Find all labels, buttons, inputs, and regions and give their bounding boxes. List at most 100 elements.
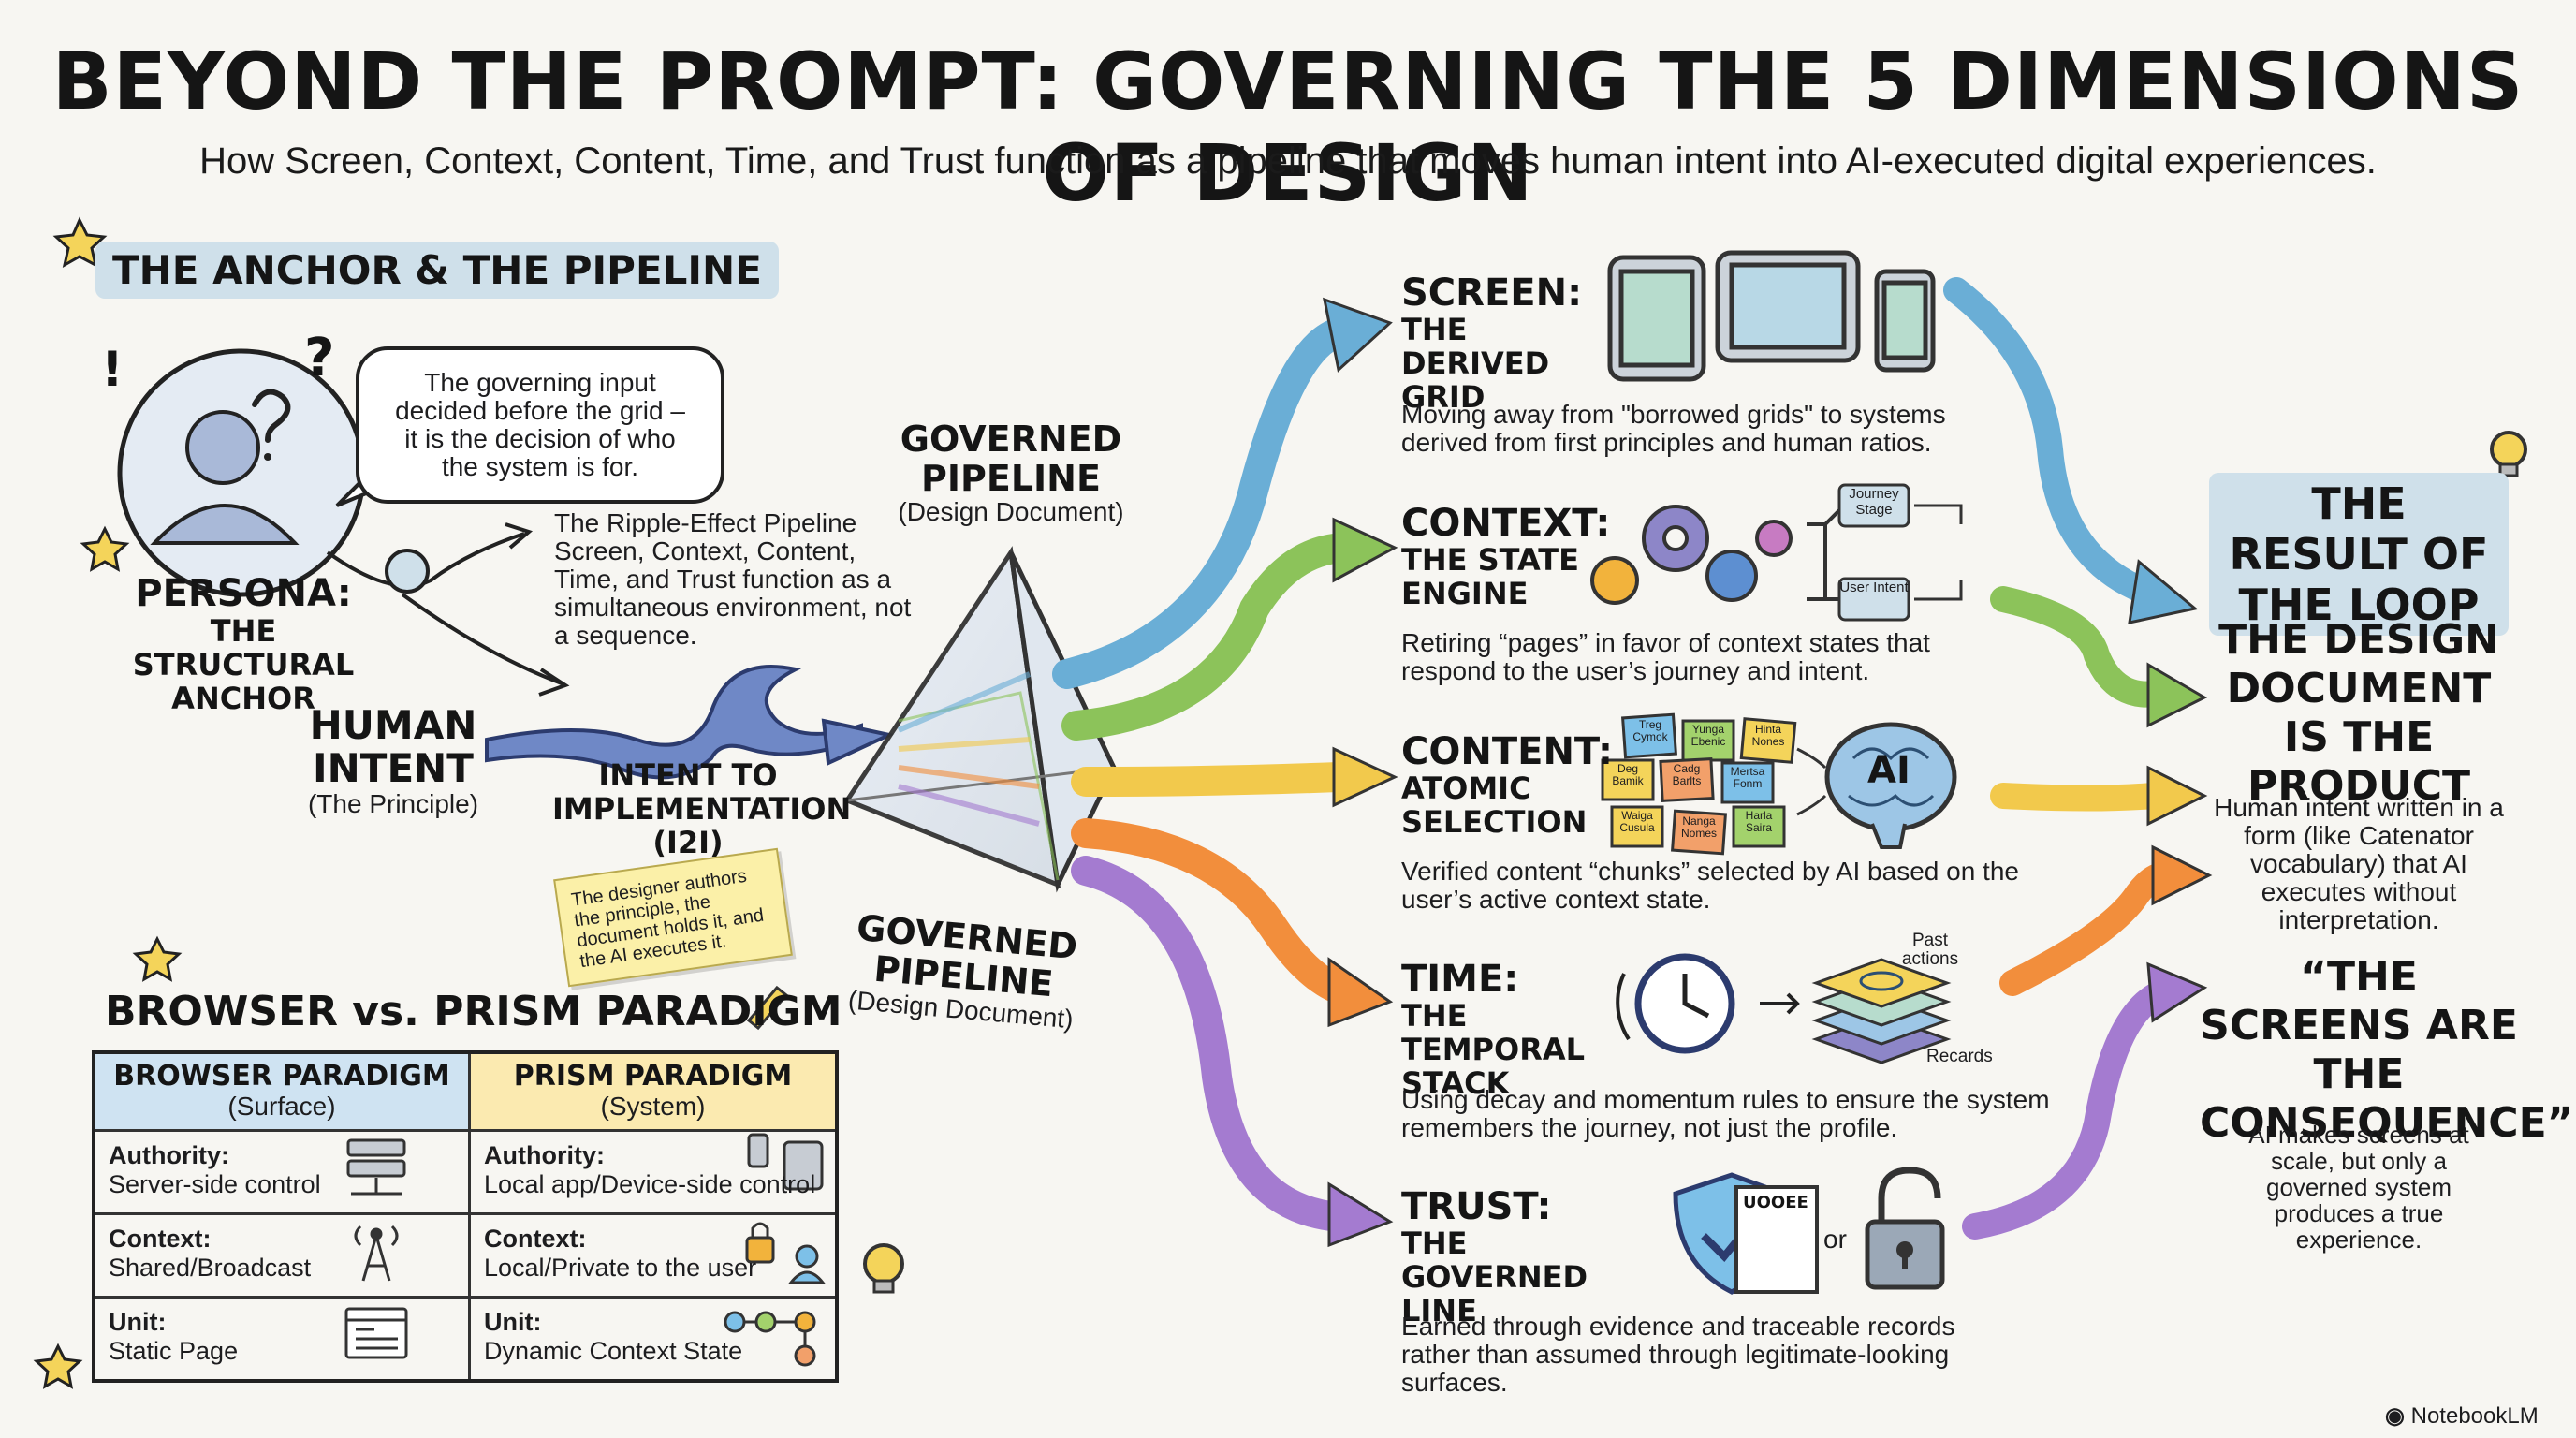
row-label: Context:: [109, 1225, 212, 1253]
browser-paradigm-title: BROWSER PARADIGM: [113, 1060, 450, 1093]
temporal-stack-icon: [1811, 958, 1952, 1064]
dimension-screen: SCREEN: THE DERIVED GRID: [1401, 273, 1617, 414]
pencil-icon: [746, 985, 789, 1031]
page-subtitle: How Screen, Context, Content, Time, and …: [199, 140, 2377, 182]
paradigm-table: BROWSER PARADIGM (Surface) PRISM PARADIG…: [92, 1050, 839, 1383]
dimension-title: CONTEXT:: [1401, 502, 1611, 545]
dimension-context: CONTEXT: THE STATE ENGINE: [1401, 504, 1617, 610]
table-cell: Context: Local/Private to the user: [468, 1212, 839, 1299]
dimension-title: TIME:: [1401, 958, 1519, 1001]
prism-value: Dynamic Context State: [484, 1337, 743, 1365]
lightbulb-icon: [2490, 431, 2527, 477]
table-row: Context: Shared/Broadcast Context: Local…: [92, 1212, 839, 1299]
result-main: THE DESIGN DOCUMENT IS THE PRODUCT: [2218, 616, 2499, 810]
table-cell: Unit: Static Page: [92, 1296, 471, 1383]
persona-label: PERSONA: THE STRUCTURAL ANCHOR: [103, 573, 384, 715]
dimension-subtitle: ATOMIC SELECTION: [1401, 770, 1588, 840]
content-chip: Cadg Barlts: [1672, 762, 1702, 787]
past-actions-label: Past actions: [1901, 931, 1959, 969]
content-chip: Treg Cymok: [1632, 718, 1668, 743]
records-label: Recards: [1926, 1047, 1993, 1066]
row-label: Authority:: [109, 1141, 229, 1169]
checklist-title: UOOEE: [1743, 1193, 1808, 1212]
dimension-trust: TRUST: THE GOVERNED LINE: [1401, 1187, 1645, 1328]
browser-value: Shared/Broadcast: [109, 1254, 312, 1282]
principle-label: (The Principle): [307, 789, 479, 818]
dimension-time: TIME: THE TEMPORAL STACK: [1401, 960, 1617, 1100]
row-label: Context:: [484, 1225, 587, 1253]
table-row: Unit: Static Page Unit: Dynamic Context …: [92, 1296, 839, 1383]
browser-value: Server-side control: [109, 1170, 321, 1198]
checklist-icon: [1734, 1185, 1819, 1294]
content-chip: Harla Saira: [1745, 809, 1773, 834]
prism-paradigm-title: PRISM PARADIGM: [513, 1060, 793, 1093]
intent-wave-arrow: [485, 665, 896, 780]
user-intent-label: User Intent: [1839, 580, 1909, 595]
pipeline-top-title: GOVERNED PIPELINE: [900, 418, 1122, 499]
logo-text: NotebookLM: [2410, 1403, 2539, 1429]
dimension-content: CONTENT: ATOMIC SELECTION: [1401, 732, 1617, 839]
table-row: Authority: Server-side control Authority…: [92, 1129, 839, 1215]
paradigm-header-row: BROWSER PARADIGM (Surface) PRISM PARADIG…: [92, 1050, 839, 1132]
content-chip: Waiga Cusula: [1619, 809, 1655, 834]
browser-value: Static Page: [109, 1337, 239, 1365]
dimension-arrows: [1052, 297, 1398, 1248]
human-intent-title: HUMAN INTENT: [309, 702, 477, 791]
or-label: or: [1823, 1225, 1847, 1254]
content-chip: Yunga Ebenic: [1690, 723, 1726, 748]
content-chip: Deg Bamik: [1612, 762, 1644, 787]
result-quote: “THE SCREENS ARE THE CONSEQUENCE”: [2200, 953, 2574, 1147]
journey-stage-label: Journey Stage: [1849, 486, 1899, 518]
anchor-heading: THE ANCHOR & THE PIPELINE: [95, 242, 779, 299]
result-quote-description: AI makes screens at scale, but only a go…: [2248, 1121, 2469, 1254]
cycle-icon: [385, 549, 430, 594]
result-arrows: [1943, 277, 2213, 1240]
row-label: Unit:: [109, 1308, 167, 1336]
table-cell: Unit: Dynamic Context State: [468, 1296, 839, 1383]
dimension-title: CONTENT:: [1401, 730, 1614, 773]
prism-column-header: PRISM PARADIGM (System): [468, 1050, 839, 1132]
result-heading: THE RESULT OF THE LOOP: [2209, 473, 2509, 636]
table-cell: Authority: Local app/Device-side control: [468, 1129, 839, 1215]
notebooklm-logo: ◉ NotebookLM: [2385, 1402, 2539, 1430]
browser-column-header: BROWSER PARADIGM (Surface): [92, 1050, 471, 1132]
dimension-description: Using decay and momentum rules to ensure…: [1401, 1085, 2050, 1142]
prism-value: Local/Private to the user: [484, 1254, 757, 1282]
table-cell: Authority: Server-side control: [92, 1129, 471, 1215]
star-icon: [33, 216, 183, 1389]
dimension-description: Verified content “chunks” selected by AI…: [1401, 857, 2019, 914]
lightbulb-icon: [863, 1243, 904, 1294]
dimension-description: Earned through evidence and traceable re…: [1401, 1312, 1955, 1397]
persona-subtitle: THE STRUCTURAL ANCHOR: [132, 613, 355, 716]
content-chip: Hinta Nones: [1751, 723, 1785, 748]
lock-icon: [1865, 1167, 1945, 1290]
dimension-title: SCREEN:: [1401, 271, 1583, 315]
dimension-description: Retiring “pages” in favor of context sta…: [1401, 628, 1930, 685]
row-label: Authority:: [484, 1141, 605, 1169]
prism-paradigm-sub: (System): [600, 1092, 706, 1121]
ai-brain-icon: [1824, 722, 1957, 849]
dimension-description: Moving away from "borrowed grids" to sys…: [1401, 400, 1946, 457]
pipeline-top-label: GOVERNED PIPELINE (Design Document): [871, 419, 1151, 526]
exclamation-mark: !: [101, 342, 124, 398]
row-label: Unit:: [484, 1308, 542, 1336]
i2i-title: INTENT TO IMPLEMENTATION (I2I): [552, 757, 852, 860]
table-cell: Context: Shared/Broadcast: [92, 1212, 471, 1299]
persona-title: PERSONA:: [135, 572, 352, 615]
content-chips-icon: [1601, 712, 1827, 856]
browser-paradigm-sub: (Surface): [227, 1092, 336, 1121]
pipeline-top-subtitle: (Design Document): [898, 497, 1124, 526]
result-main-description: Human intent written in a form (like Cat…: [2214, 793, 2504, 934]
prism-icon: [843, 546, 1117, 893]
page-title: BEYOND THE PROMPT: GOVERNING THE 5 DIMEN…: [51, 36, 2525, 219]
ai-label: AI: [1867, 749, 1910, 792]
dimension-subtitle: THE STATE ENGINE: [1401, 542, 1579, 611]
content-chip: Mertsa Fonm: [1730, 765, 1765, 790]
logo-icon: ◉: [2385, 1403, 2405, 1429]
dimension-subtitle: THE TEMPORAL STACK: [1401, 998, 1585, 1101]
prism-value: Local app/Device-side control: [484, 1170, 816, 1198]
ripple-pipeline-text: The Ripple-Effect Pipeline Screen, Conte…: [554, 508, 912, 650]
dimension-subtitle: THE DERIVED GRID: [1401, 312, 1550, 415]
dimension-subtitle: THE GOVERNED LINE: [1401, 1225, 1588, 1328]
speech-bubble: The governing input decided before the g…: [356, 346, 724, 504]
